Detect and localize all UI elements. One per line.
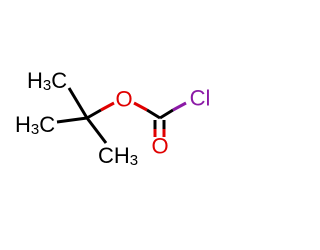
bond-c-cl-black [159, 108, 174, 120]
bond-c-o-ester-left-red [100, 101, 115, 112]
bond-c-methyl-right [85, 117, 108, 144]
carbonyl-oxygen-label: O [151, 134, 168, 159]
methyl-left-h: H [15, 112, 31, 137]
methyl-top-label: H3C [27, 68, 67, 94]
bond-c-methyl-top [67, 87, 89, 119]
molecule-diagram: H3C H3C CH3 O O Cl [15, 68, 210, 169]
bond-o-c-carbonyl-black [146, 108, 161, 120]
bond-c-cl-purple [172, 101, 187, 112]
bond-c-o-ester-left [86, 108, 102, 120]
bond-c-methyl-left [56, 116, 88, 124]
bonds [56, 87, 187, 144]
methyl-right-ch: CH [98, 143, 130, 168]
methyl-right-label: CH3 [98, 143, 138, 169]
methyl-left-c: C [39, 112, 55, 137]
bond-o-c-carbonyl-red [133, 101, 148, 112]
atom-labels: H3C H3C CH3 O O Cl [15, 68, 210, 169]
methyl-left-label: H3C [15, 112, 55, 138]
chlorine-label: Cl [190, 86, 211, 111]
methyl-top-h: H [27, 68, 43, 93]
methyl-top-subscript: 3 [43, 77, 51, 94]
methyl-left-subscript: 3 [31, 121, 39, 138]
ester-oxygen-label: O [115, 87, 132, 112]
methyl-right-subscript: 3 [130, 152, 138, 169]
methyl-top-c: C [51, 68, 67, 93]
